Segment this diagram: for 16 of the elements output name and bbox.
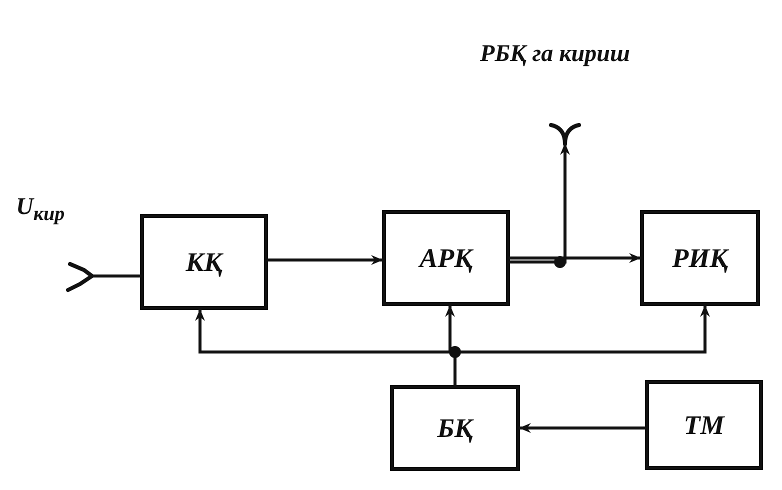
block-box (390, 385, 520, 471)
terminal-label: РБҚ га кириш (480, 40, 630, 69)
signal-arrow (510, 253, 641, 263)
block-label: АРҚ (420, 242, 472, 274)
block-label: КҚ (186, 246, 222, 278)
block-box (645, 380, 763, 470)
block-box (382, 210, 510, 306)
block-box (640, 210, 760, 306)
block-label: ТМ (684, 410, 724, 440)
signal-arrow (510, 143, 570, 264)
signal-arrow (268, 255, 383, 265)
block-label: БҚ (437, 412, 473, 444)
signal-arrow (519, 423, 645, 433)
terminal-label: U$_{кир}$ (16, 194, 65, 226)
block-box (140, 214, 268, 310)
block-label: РИҚ (672, 242, 728, 274)
